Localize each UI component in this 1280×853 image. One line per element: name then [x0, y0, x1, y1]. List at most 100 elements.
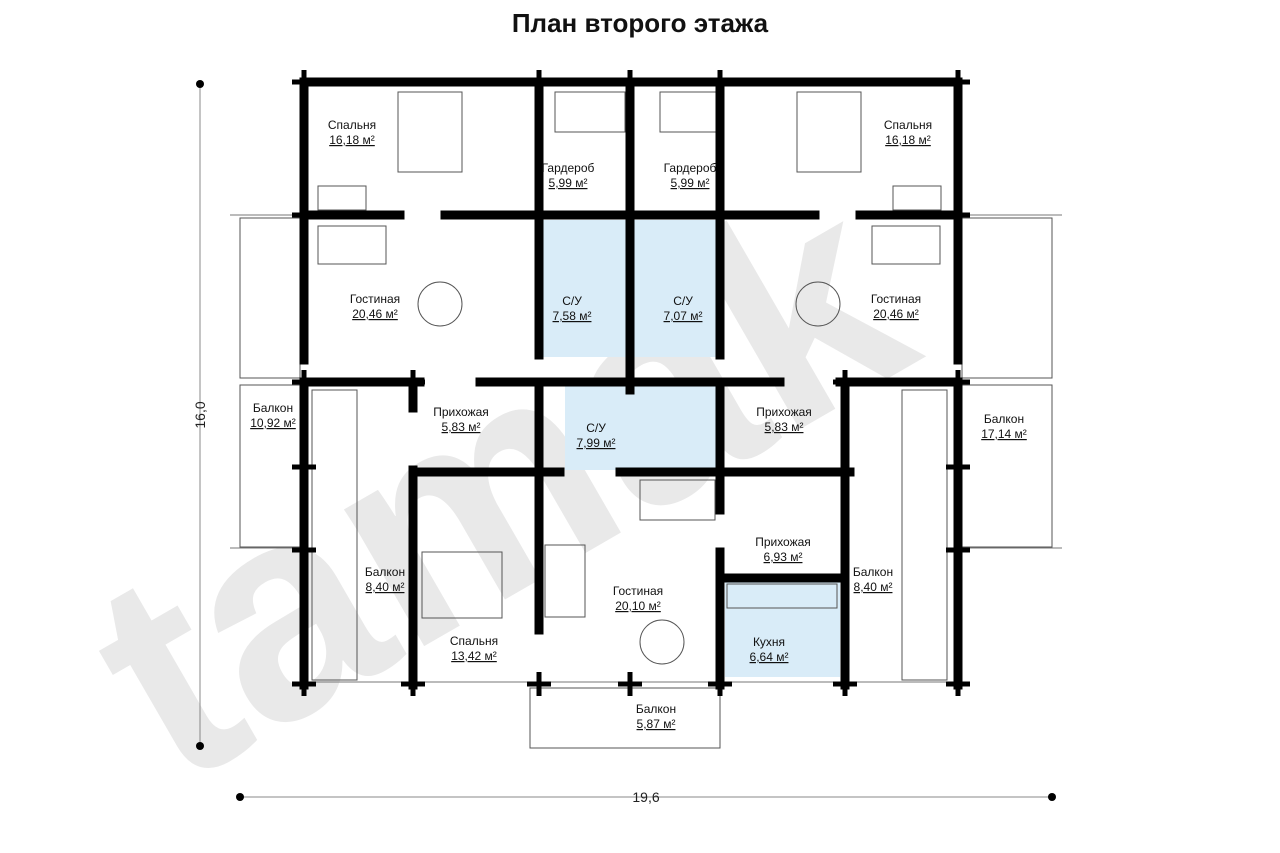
stairs-left — [239, 217, 301, 379]
joint-cross — [401, 370, 425, 394]
room-area: 8,40 м² — [854, 580, 893, 594]
room-area: 16,18 м² — [329, 133, 375, 147]
joint-cross — [833, 672, 857, 696]
table-right — [795, 281, 841, 327]
room-area: 5,83 м² — [442, 420, 481, 434]
room-name: Балкон — [365, 565, 405, 579]
joint-cross — [292, 370, 316, 394]
joint-cross — [946, 455, 970, 479]
desk-left — [317, 185, 367, 211]
joint-cross — [292, 672, 316, 696]
joint-cross — [946, 203, 970, 227]
room-name: Балкон — [853, 565, 893, 579]
room-area: 20,46 м² — [873, 307, 919, 321]
wet-zones — [543, 220, 840, 677]
room-area: 13,42 м² — [451, 649, 497, 663]
room-area: 16,18 м² — [885, 133, 931, 147]
room-area: 20,10 м² — [615, 599, 661, 613]
room-area: 5,87 м² — [637, 717, 676, 731]
room-area: 17,14 м² — [981, 427, 1027, 441]
wardrobe-right — [659, 91, 721, 133]
room-area: 7,07 м² — [664, 309, 703, 323]
joint-cross — [946, 538, 970, 562]
room-area: 6,64 м² — [750, 650, 789, 664]
room-name: Гардероб — [542, 161, 595, 175]
table-center — [639, 619, 685, 665]
joint-cross — [527, 672, 551, 696]
stairs-right — [961, 217, 1053, 379]
room-name: Прихожая — [756, 405, 812, 419]
kitchen-counter — [726, 583, 838, 609]
room-area: 6,93 м² — [764, 550, 803, 564]
room-name: Балкон — [984, 412, 1024, 426]
balcony-right-rail — [961, 384, 1053, 548]
room-name: Прихожая — [755, 535, 811, 549]
page-title: План второго этажа — [511, 8, 769, 38]
room-name: Спальня — [450, 634, 498, 648]
dimension-width-label: 19,6 — [632, 789, 659, 805]
room-name: Балкон — [636, 702, 676, 716]
joint-cross — [946, 370, 970, 394]
bed-right — [796, 91, 862, 173]
bed-bottom — [421, 551, 503, 619]
table-left — [417, 281, 463, 327]
bed-left — [397, 91, 463, 173]
room-area: 5,99 м² — [549, 176, 588, 190]
room-area: 20,46 м² — [352, 307, 398, 321]
joint-cross — [292, 203, 316, 227]
sofa-right — [871, 225, 941, 265]
room-area: 5,83 м² — [765, 420, 804, 434]
stair-run-left — [311, 389, 358, 681]
joint-cross — [618, 672, 642, 696]
room-name: Спальня — [328, 118, 376, 132]
bathroom-zone-center — [565, 385, 716, 470]
joint-cross — [946, 70, 970, 94]
desk-right — [892, 185, 942, 211]
joint-cross — [292, 538, 316, 562]
furniture-layer — [239, 91, 1053, 749]
sofa-center — [544, 544, 586, 618]
kitchen-zone — [725, 582, 840, 677]
room-area: 7,58 м² — [553, 309, 592, 323]
room-name: Балкон — [253, 401, 293, 415]
joint-cross — [708, 70, 732, 94]
joint-cross — [527, 70, 551, 94]
wall-joints — [292, 70, 970, 696]
dimension-height-label: 16,0 — [192, 401, 208, 428]
bathroom-zone-left — [543, 220, 628, 357]
room-name: Гостиная — [350, 292, 400, 306]
joint-cross — [292, 455, 316, 479]
joint-cross — [946, 672, 970, 696]
wardrobe-left — [554, 91, 626, 133]
room-area: 5,99 м² — [671, 176, 710, 190]
dimension-tick — [196, 742, 204, 750]
room-name: Прихожая — [433, 405, 489, 419]
dimension-tick — [1048, 793, 1056, 801]
room-name: Гостиная — [871, 292, 921, 306]
room-area: 10,92 м² — [250, 416, 296, 430]
room-name: Спальня — [884, 118, 932, 132]
room-name: С/У — [673, 294, 693, 308]
joint-cross — [292, 70, 316, 94]
joint-cross — [833, 370, 857, 394]
watermark-layer: tamak — [39, 120, 960, 846]
dimension-lines — [199, 84, 1052, 798]
bathroom-zone-right — [632, 220, 716, 357]
balcony-bottom-rail — [529, 687, 721, 749]
joint-cross — [401, 672, 425, 696]
room-name: Кухня — [753, 635, 785, 649]
room-name: Гостиная — [613, 584, 663, 598]
dimension-tick — [196, 80, 204, 88]
room-area: 8,40 м² — [366, 580, 405, 594]
joint-cross — [708, 672, 732, 696]
watermark-text: tamak — [39, 120, 960, 846]
sofa-left — [317, 225, 387, 265]
room-name: Гардероб — [664, 161, 717, 175]
room-name: С/У — [562, 294, 582, 308]
dimension-ticks — [196, 80, 1056, 801]
room-name: С/У — [586, 421, 606, 435]
joint-cross — [618, 70, 642, 94]
bench-center — [639, 479, 716, 521]
